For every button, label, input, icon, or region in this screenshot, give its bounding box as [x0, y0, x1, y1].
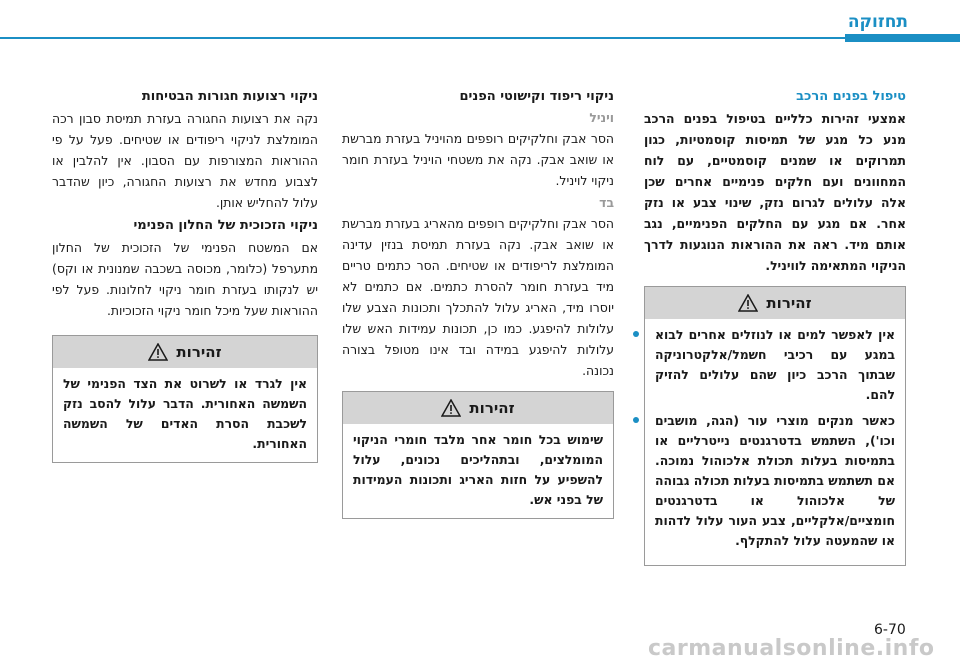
- warning-header: זהירות: [645, 287, 905, 319]
- window-glass-text: אם המשטח הפנימי של הזכוכית של החלון מתער…: [52, 240, 318, 318]
- bullet-icon: [633, 331, 639, 337]
- interior-care-text: אמצעי זהירות כלליים בטיפול בפנים הרכב מנ…: [644, 111, 906, 273]
- warning-body: שימוש בכל חומר אחר מלבד חומרי הניקוי המו…: [343, 424, 613, 518]
- page-header-title: תחזוקה: [847, 12, 908, 32]
- warning-body: אין לגרד או לשרוט את הצד הפנימי של השמשה…: [53, 368, 317, 462]
- warning-triangle-icon: [441, 399, 462, 417]
- middle-column: ניקוי ריפוד וקישוטי הפנים ויניל הסר אבק …: [342, 86, 614, 519]
- right-column: טיפול בפנים הרכב אמצעי זהירות כלליים בטי…: [633, 86, 906, 566]
- seatbelt-title: ניקוי רצועות חגורות הבטיחות: [141, 89, 318, 104]
- warning-label: זהירות: [176, 342, 222, 361]
- warning-body: אין לאפשר למים או לנוזלים אחרים לבוא במג…: [633, 319, 905, 565]
- interior-care-paragraph: אמצעי זהירות כלליים בטיפול בפנים הרכב מנ…: [644, 108, 906, 276]
- upholstery-title: ניקוי ריפוד וקישוטי הפנים: [459, 89, 614, 104]
- warning-item-text: כאשר מנקים מוצרי עור (הגה, מושבים וכו'),…: [655, 413, 895, 548]
- left-column: ניקוי רצועות חגורות הבטיחות נקה את רצועו…: [52, 86, 318, 463]
- warning-header: זהירות: [53, 336, 317, 368]
- warning-header: זהירות: [343, 392, 613, 424]
- warning-box-glass: זהירות אין לגרד או לשרוט את הצד הפנימי ש…: [52, 335, 318, 463]
- warning-item-text: אין לאפשר למים או לנוזלים אחרים לבוא במג…: [655, 327, 895, 402]
- bullet-icon: [633, 417, 639, 423]
- window-glass-title: ניקוי הזכוכית של החלון הפנימי: [133, 218, 318, 233]
- warning-text: שימוש בכל חומר אחר מלבד חומרי הניקוי המו…: [353, 432, 603, 507]
- warning-triangle-icon: [148, 343, 169, 361]
- interior-care-title: טיפול בפנים הרכב: [796, 89, 906, 104]
- page-number: 6-70: [874, 622, 906, 638]
- header-divider: [0, 37, 845, 39]
- header-divider-accent: [845, 34, 960, 42]
- warning-item: אין לאפשר למים או לנוזלים אחרים לבוא במג…: [633, 325, 895, 405]
- vinyl-text: הסר אבק וחלקיקים רופפים מהויניל בעזרת מב…: [342, 131, 614, 188]
- warning-triangle-icon: [738, 294, 759, 312]
- fabric-subtitle: בד: [599, 195, 614, 210]
- seatbelt-text: נקה את רצועות החגורה בעזרת תמיסת סבון רכ…: [52, 111, 318, 210]
- warning-item: כאשר מנקים מוצרי עור (הגה, מושבים וכו'),…: [633, 411, 895, 551]
- warning-label: זהירות: [766, 293, 812, 312]
- warning-text: אין לגרד או לשרוט את הצד הפנימי של השמשה…: [63, 376, 307, 451]
- vinyl-subtitle: ויניל: [589, 110, 614, 125]
- fabric-text: הסר אבק וחלקיקים רופפים מהאריג בעזרת מבר…: [342, 216, 614, 378]
- warning-box-fabric: זהירות שימוש בכל חומר אחר מלבד חומרי הני…: [342, 391, 614, 519]
- warning-label: זהירות: [469, 398, 515, 417]
- watermark: carmanualsonline.info: [648, 636, 935, 661]
- warning-box-interior: זהירות אין לאפשר למים או לנוזלים אחרים ל…: [633, 286, 906, 566]
